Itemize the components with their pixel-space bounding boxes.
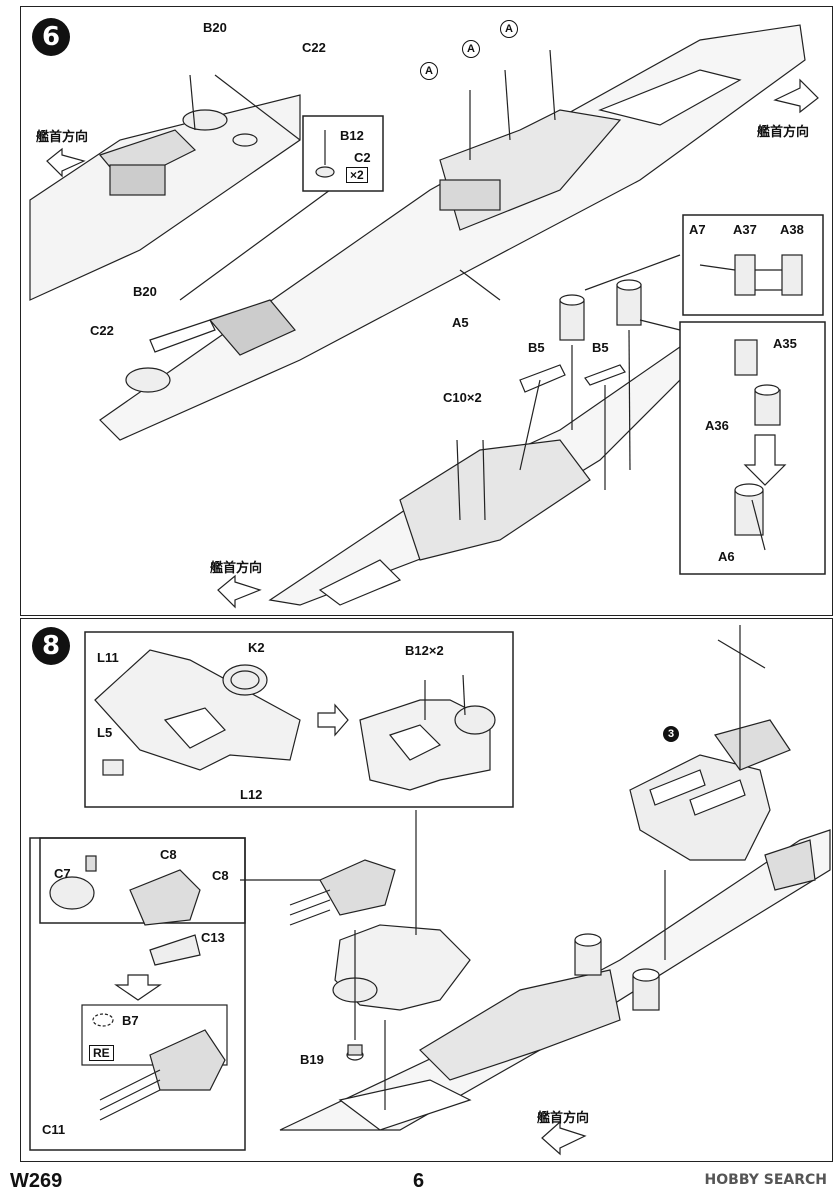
part-label-a38: A38 xyxy=(780,222,804,237)
part-label-c22-top: C22 xyxy=(302,40,326,55)
part-label-b20-left: B20 xyxy=(133,284,157,299)
part-label-c7: C7 xyxy=(54,866,71,881)
step-6-badge: 6 xyxy=(32,18,70,56)
part-label-b5-b: B5 xyxy=(592,340,609,355)
bow-direction-label-1: 艦首方向 xyxy=(36,130,89,145)
quantity-x2-label: ×2 xyxy=(346,167,368,183)
footer-watermark: HOBBY SEARCH xyxy=(704,1172,827,1188)
part-label-b5-a: B5 xyxy=(528,340,545,355)
footer-page-number: 6 xyxy=(413,1170,425,1192)
part-label-c13: C13 xyxy=(201,930,225,945)
bow-direction-label-2: 艦首方向 xyxy=(757,125,810,140)
part-label-a36: A36 xyxy=(705,418,729,433)
callout-a-2: A xyxy=(462,40,480,58)
part-label-b19: B19 xyxy=(300,1052,324,1067)
step-8-badge: 8 xyxy=(32,627,70,665)
footer-product-code: W269 xyxy=(10,1170,63,1192)
part-label-c22-left: C22 xyxy=(90,323,114,338)
callout-3: 3 xyxy=(663,726,679,742)
part-label-a7: A7 xyxy=(689,222,706,237)
part-label-l11: L11 xyxy=(97,650,119,665)
callout-a-1: A xyxy=(420,62,438,80)
part-label-b12: B12 xyxy=(340,128,364,143)
part-label-l12: L12 xyxy=(240,787,263,802)
bow-direction-label-3: 艦首方向 xyxy=(210,561,263,576)
re-label: RE xyxy=(89,1045,114,1061)
part-label-a35: A35 xyxy=(773,336,797,351)
part-label-a37: A37 xyxy=(733,222,757,237)
part-label-b7: B7 xyxy=(122,1013,139,1028)
part-label-b12x2: B12×2 xyxy=(405,643,444,658)
part-label-c2: C2 xyxy=(354,150,371,165)
part-label-l5: L5 xyxy=(97,725,113,740)
callout-a-3: A xyxy=(500,20,518,38)
part-label-a5: A5 xyxy=(452,315,469,330)
part-label-c8-a: C8 xyxy=(160,847,177,862)
part-label-k2: K2 xyxy=(248,640,265,655)
part-label-c8-b: C8 xyxy=(212,868,229,883)
part-label-c10x2: C10×2 xyxy=(443,390,482,405)
part-label-a6: A6 xyxy=(718,549,735,564)
part-label-c11: C11 xyxy=(42,1122,66,1137)
bow-direction-label-step8: 艦首方向 xyxy=(537,1111,590,1126)
part-label-b20-top: B20 xyxy=(203,20,227,35)
